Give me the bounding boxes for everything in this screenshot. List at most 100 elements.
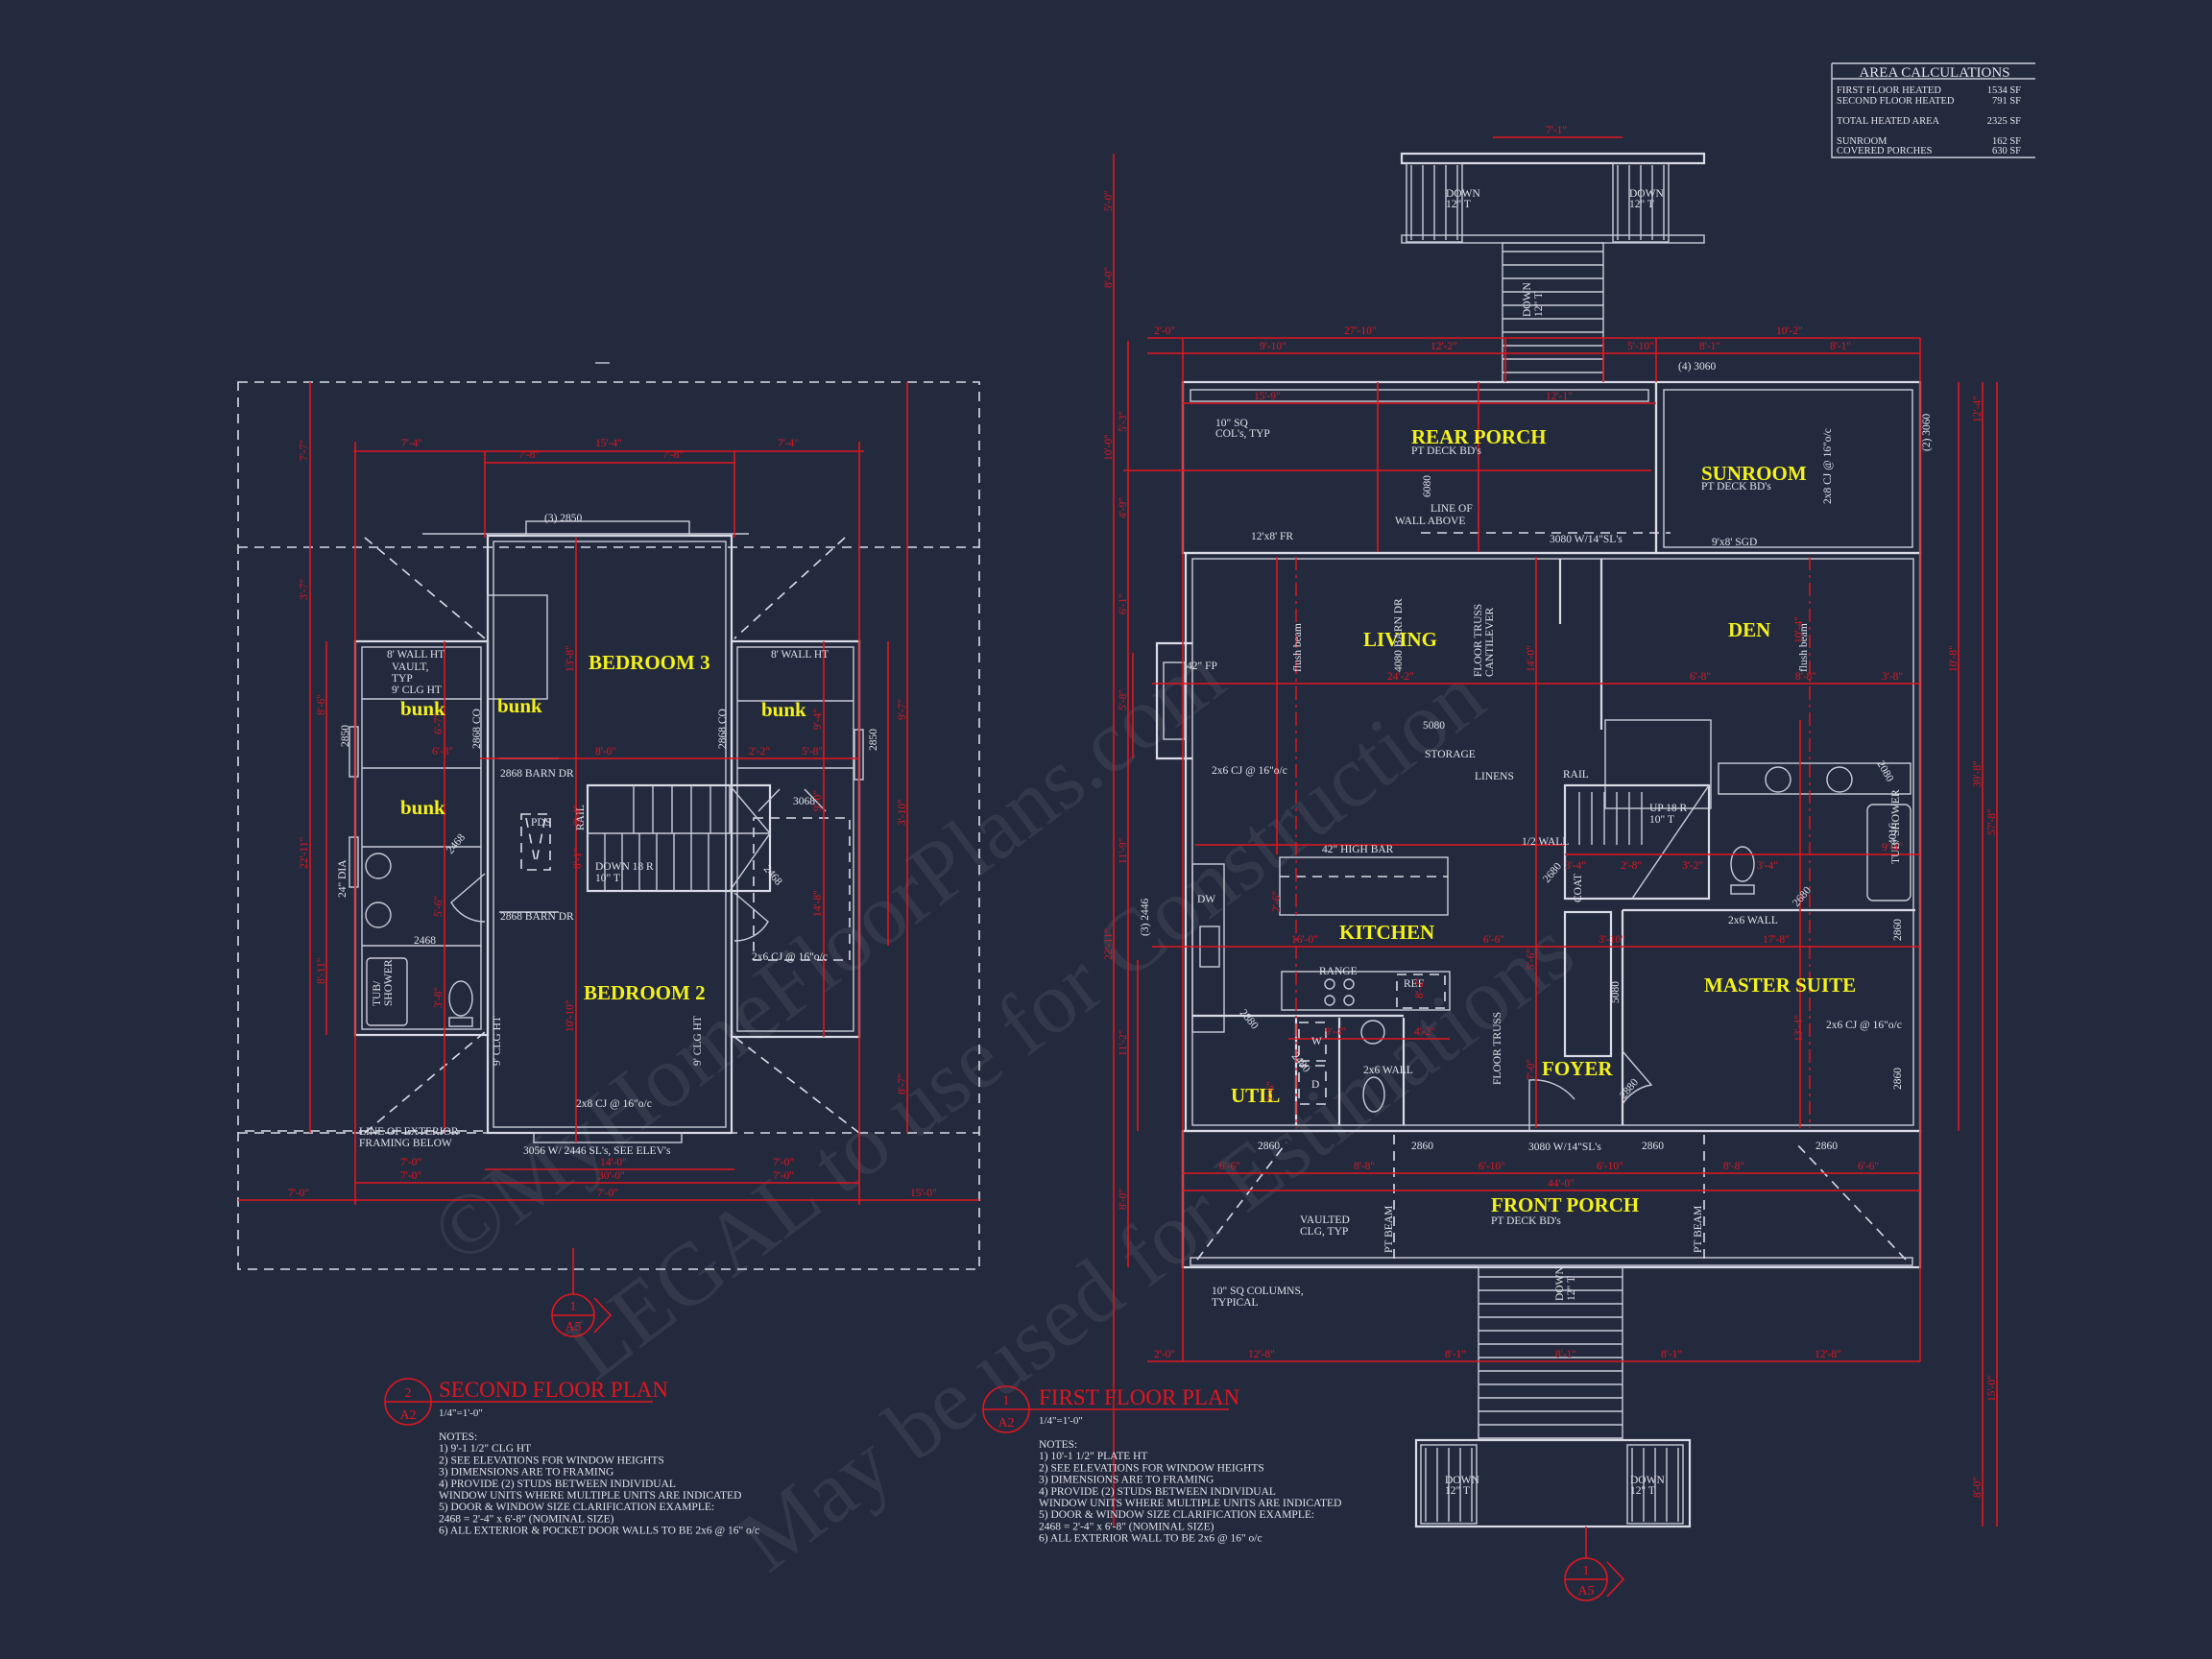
bunk-label: bunk [400, 697, 445, 720]
plan-annotation: 12'x8' FR [1251, 531, 1293, 542]
plan-annotation: (2) 3060 [1921, 413, 1933, 451]
area-title: AREA CALCULATIONS [1859, 65, 2009, 81]
dimension-label: 7'-0" [773, 1170, 794, 1182]
plan-annotation: DOWN [1446, 188, 1480, 200]
section-tag-sheet: A5 [1577, 1584, 1594, 1599]
plan-annotation: 2x6 CJ @ 16"o/c [1212, 765, 1287, 777]
plan-annotation: 9' CLG HT [692, 1016, 704, 1066]
plan-annotation: PDS [531, 817, 551, 829]
dimension-label: 2'-6" [1271, 891, 1283, 912]
dimension-label: 15'-9" [1254, 391, 1281, 402]
dimension-label: 5'-0" [1103, 190, 1115, 211]
plan-note: 5) DOOR & WINDOW SIZE CLARIFICATION EXAM… [1039, 1509, 1314, 1521]
dimension-label: 7'-0" [400, 1157, 421, 1168]
plan-note: 6) ALL EXTERIOR WALL TO BE 2x6 @ 16" o/c [1039, 1533, 1262, 1545]
plan-annotation: (3) 2850 [544, 513, 583, 524]
plan-annotation: 2x8 CJ @ 16"o/c [1822, 428, 1834, 504]
plan-annotation: 9'x8' SGD [1712, 537, 1757, 548]
dimension-label: 2'-2" [749, 746, 770, 757]
room-label: MASTER SUITE [1704, 974, 1856, 997]
dimension-label: 57'-8" [1986, 808, 1998, 835]
plan-annotation: DW [1197, 894, 1215, 905]
dimension-label: 5'-8" [1118, 689, 1129, 710]
plan-annotation: LINE OF [1431, 503, 1473, 515]
plan-annotation: 3056 W/ 2446 SL's, SEE ELEV's [523, 1145, 671, 1157]
dimension-label: 3'-4" [1565, 860, 1586, 872]
dimension-label: 14'-8" [812, 890, 824, 917]
plan-annotation: 2860 [1411, 1141, 1433, 1152]
plan-annotation: FRAMING BELOW [359, 1138, 452, 1149]
dimension-label: 6'-8" [1690, 671, 1711, 683]
dimension-label: 8'-2" [1414, 977, 1426, 998]
room-label: LIVING [1363, 628, 1437, 651]
dimension-label: 30'-0" [598, 1170, 625, 1182]
plan-annotation: W [1311, 1036, 1322, 1047]
dimension-label: 5'-10" [1627, 341, 1654, 352]
plan-annotation: FLOOR TRUSS [1473, 604, 1484, 677]
room-label: UTIL [1231, 1084, 1280, 1107]
plan-annotation: 1/2 WALL [1522, 836, 1569, 848]
dimension-label: 14'-0" [600, 1157, 627, 1168]
dimension-label: 2'-0" [1154, 1349, 1175, 1360]
plan-note: NOTES: [439, 1431, 477, 1443]
plan-annotation: 2468 [445, 831, 468, 856]
dimension-label: 5'-6" [1526, 949, 1537, 970]
area-value: 1534 SF [1987, 85, 2021, 96]
plan-title: FIRST FLOOR PLAN [1039, 1385, 1240, 1409]
dimension-label: 8'-8" [1795, 671, 1816, 683]
dimension-label: 14'-0" [1526, 645, 1537, 672]
dimension-label: 9'-4" [1325, 1026, 1346, 1038]
plan-annotation: DOWN [1629, 188, 1664, 200]
plan-annotation: 2x6 WALL [1363, 1065, 1413, 1076]
plan-annotation: PT DECK BD's [1491, 1215, 1561, 1227]
plan-annotation: 10" T [595, 873, 620, 884]
plan-note: 2) SEE ELEVATIONS FOR WINDOW HEIGHTS [1039, 1462, 1264, 1474]
plan-note: 5) DOOR & WINDOW SIZE CLARIFICATION EXAM… [439, 1502, 714, 1513]
plan-annotation: 8' WALL HT [771, 649, 829, 661]
dimension-label: 9'-0" [812, 790, 824, 811]
dimension-label: 16'-0" [1291, 934, 1318, 946]
dimension-label: 3'-4" [1757, 860, 1778, 872]
dimension-label: 8'-8" [1354, 1161, 1375, 1172]
dimension-label: 5'-6" [433, 896, 445, 917]
plan-annotation: 12" T [1566, 1276, 1577, 1301]
dimension-label: 4'-2" [1414, 1026, 1435, 1038]
dimension-label: 2'-6" [1265, 1081, 1277, 1102]
plan-annotation: D [1311, 1079, 1319, 1091]
dimension-label: 12'-8" [1815, 1349, 1841, 1360]
plan-annotation: flush beam [1292, 623, 1304, 672]
dimension-label: 13'-4" [1793, 1015, 1805, 1042]
dimension-label: 10'-4" [1793, 616, 1805, 643]
plan-annotation: 2868 CO [471, 709, 483, 749]
dimension-label: 27'-10" [1344, 325, 1377, 337]
plan-annotation: DOWN 18 R [595, 861, 654, 873]
plan-note: 3) DIMENSIONS ARE TO FRAMING [439, 1467, 613, 1479]
plan-annotation: WALL ABOVE [1395, 516, 1465, 527]
dimension-label: 22'-11" [299, 837, 310, 869]
section-tag-sheet: A5 [565, 1320, 581, 1334]
dimension-label: 6'-10" [1479, 1161, 1505, 1172]
plan-annotation: 24" DIA [337, 859, 349, 898]
plan-annotation: PT DECK BD's [1701, 481, 1771, 493]
plan-annotation: 3080 W/14"SL's [1528, 1142, 1601, 1153]
plan-annotation: SHOWER [383, 959, 395, 1006]
plan-annotation: PT DECK BD's [1411, 445, 1481, 457]
plan-annotation: 2468 [761, 863, 784, 888]
dimension-label: 2'-0" [1154, 325, 1175, 337]
plan-annotation: DOWN [1522, 282, 1533, 317]
dimension-label: 5'-3" [1118, 411, 1129, 432]
dimension-label: 11'-9" [1118, 838, 1129, 864]
area-value: 630 SF [1992, 146, 2021, 156]
area-value: 162 SF [1992, 136, 2021, 147]
plan-annotation: 10" SQ [1215, 418, 1248, 429]
plan-annotation: 10" SQ COLUMNS, [1212, 1286, 1304, 1297]
plan-note: 2) SEE ELEVATIONS FOR WINDOW HEIGHTS [439, 1455, 664, 1466]
room-label: DEN [1728, 618, 1770, 641]
plan-annotation: RANGE [1319, 966, 1358, 977]
plan-note: 4) PROVIDE (2) STUDS BETWEEN INDIVIDUAL [439, 1479, 676, 1490]
dimension-label: 10'-10" [565, 999, 576, 1032]
plan-annotation: UP 18 R [1649, 803, 1688, 814]
plan-annotation: 12" T [1630, 1485, 1655, 1497]
dimension-label: 8'-7" [897, 1073, 908, 1094]
